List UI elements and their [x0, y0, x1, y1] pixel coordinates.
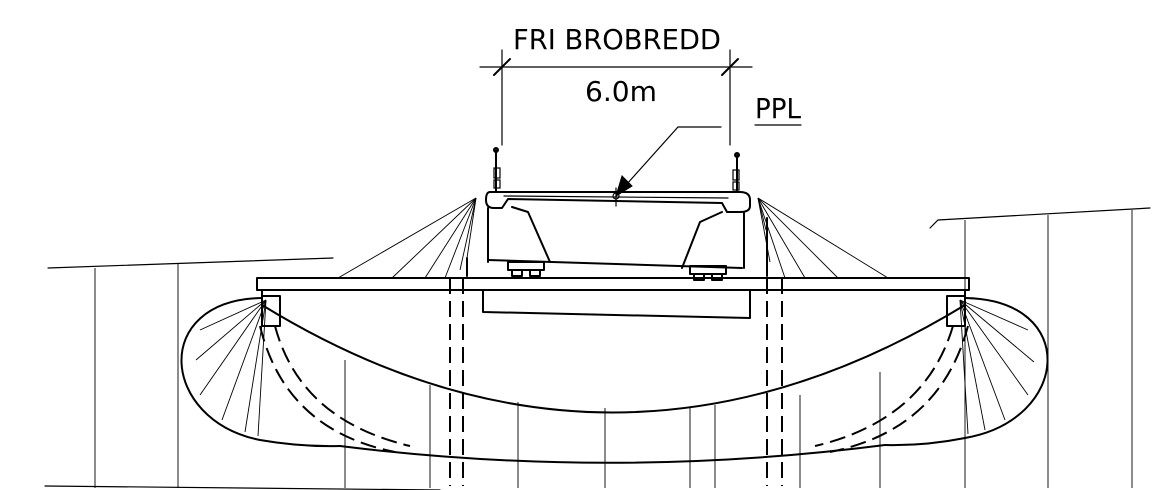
bridge-girder-section [485, 187, 751, 269]
terrain-left [44, 257, 441, 490]
deck-fan-right [757, 197, 889, 279]
ppl-label: PPL [755, 92, 801, 125]
bearings [507, 261, 727, 281]
clear-width-dimension [479, 49, 753, 146]
railing-left [493, 147, 501, 193]
ppl-leader [615, 126, 722, 198]
end-fan-right [959, 299, 1035, 435]
piles [449, 278, 783, 486]
end-posts [261, 295, 966, 327]
end-fan-left [195, 299, 267, 437]
ground-hatching [344, 360, 881, 488]
pontoon-hull [180, 297, 1049, 464]
clear-width-label: FRI BROBREDD [513, 23, 721, 56]
main-deck-beam [256, 277, 970, 301]
width-value: 6.0m [585, 75, 657, 108]
deck-fan-left [337, 197, 477, 279]
railing-right [732, 152, 740, 193]
